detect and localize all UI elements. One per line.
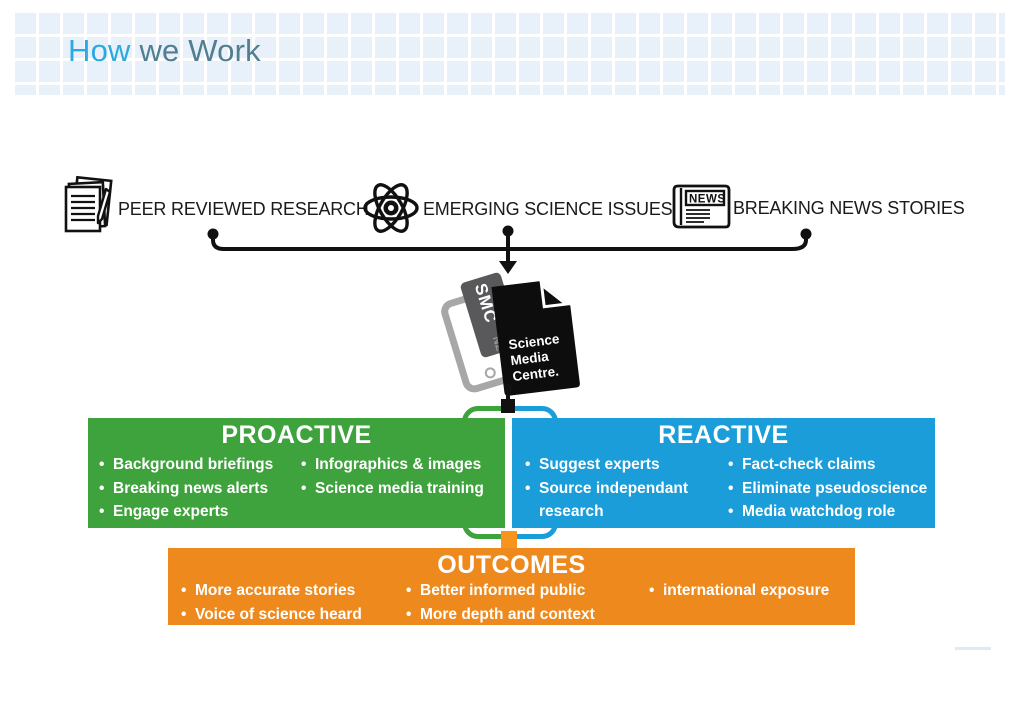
atom-icon (363, 183, 419, 233)
header-tile-band (12, 10, 1005, 95)
bracket-connector-arrow (207, 225, 812, 274)
svg-text:Media: Media (510, 349, 550, 369)
logo-connector-square (501, 399, 515, 413)
proactive-box: PROACTIVE Background briefingsBreaking n… (88, 418, 505, 528)
page-title: How we Work (68, 33, 261, 69)
bullet-item: Source independant research (524, 477, 724, 524)
outcomes-column-2: Better informed publicMore depth and con… (405, 579, 645, 626)
bullet-item: Media watchdog role (727, 500, 935, 524)
outcomes-connector-square (501, 531, 517, 548)
source-label-emerging-science-issues: EMERGING SCIENCE ISSUES (423, 199, 673, 219)
bullet-item: Suggest experts (524, 453, 724, 477)
logo-connector-dot (504, 383, 513, 392)
bullet-item: Engage experts (98, 500, 298, 524)
reactive-column-1: Suggest expertsSource independant resear… (524, 453, 724, 524)
bullet-item: Breaking news alerts (98, 477, 298, 501)
outcomes-column-3: international exposure (648, 579, 853, 603)
reactive-column-2: Fact-check claimsEliminate pseudoscience… (727, 453, 935, 524)
source-label-peer-reviewed-research: PEER REVIEWED RESEARCH (118, 199, 369, 219)
bullet-item: More accurate stories (180, 579, 405, 603)
outcomes-title: OUTCOMES (437, 551, 586, 579)
outcomes-box: OUTCOMES More accurate storiesVoice of s… (168, 548, 855, 626)
bullet-item: Eliminate pseudoscience (727, 477, 935, 501)
svg-text:NEWS: NEWS (689, 194, 726, 206)
source-label-breaking-news-stories: BREAKING NEWS STORIES (733, 198, 965, 218)
proactive-column-2: Infographics & imagesScience media train… (300, 453, 500, 500)
bullet-item: Science media training (300, 477, 500, 501)
bullet-item: More depth and context (405, 603, 645, 627)
reactive-title: REACTIVE (658, 421, 789, 449)
bullet-item: Background briefings (98, 453, 298, 477)
newspaper-icon: NEWS (672, 184, 731, 229)
bullet-item: international exposure (648, 579, 853, 603)
bullet-item: Fact-check claims (727, 453, 935, 477)
bullet-item: Voice of science heard (180, 603, 405, 627)
bullet-item: Better informed public (405, 579, 645, 603)
page-title-accent: How (68, 33, 131, 68)
svg-text:Centre.: Centre. (512, 364, 560, 385)
bullet-item: Infographics & images (300, 453, 500, 477)
proactive-title: PROACTIVE (221, 421, 372, 449)
reactive-box: REACTIVE Suggest expertsSource independa… (512, 418, 935, 528)
svg-text:Science: Science (508, 331, 561, 352)
proactive-column-1: Background briefingsBreaking news alerts… (98, 453, 298, 524)
smc-logo-page: Science Media Centre. (491, 281, 580, 396)
papers-pen-icon (64, 175, 113, 233)
outcomes-column-1: More accurate storiesVoice of science he… (180, 579, 405, 626)
logo-connector-stem (506, 389, 510, 402)
faint-artifact-line (955, 647, 991, 650)
page-title-rest: we Work (130, 33, 261, 68)
